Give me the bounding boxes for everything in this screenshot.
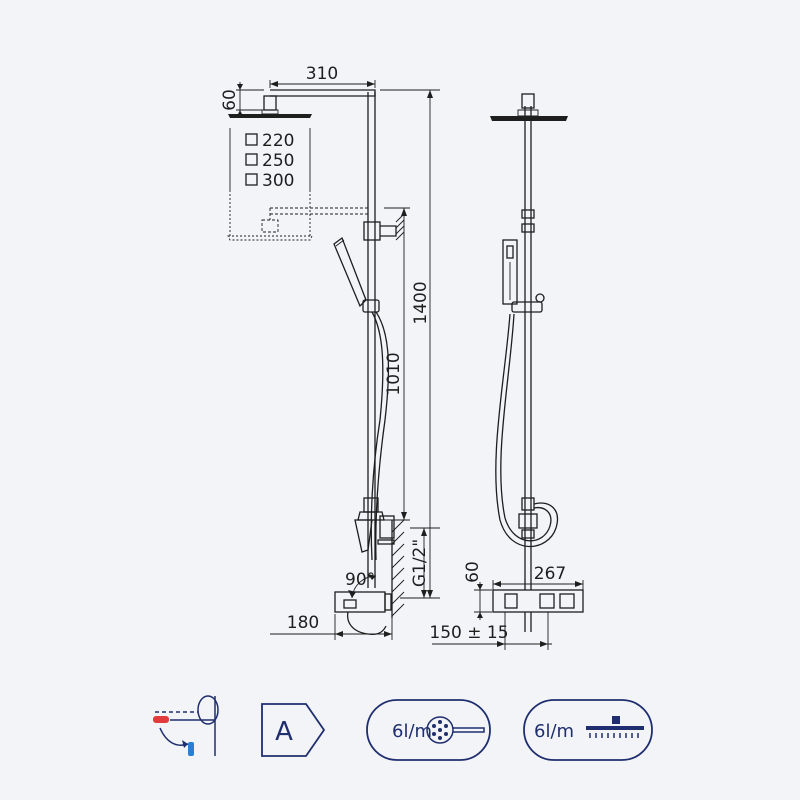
dim-center-distance: 150 ± 15 [429,623,508,643]
head-connector [263,95,277,111]
shower-head-front [490,116,568,121]
square-icon [245,173,258,186]
dim-head-offset: 60 [220,89,240,111]
mixer-front [492,589,584,613]
diverter-handle [354,519,373,553]
hand-shower-flow-badge: 6l/m [366,699,491,761]
dim-total-height: 1400 [411,281,431,324]
dim-inlet-thread: G1/2" [410,539,430,587]
dim-arm-length: 310 [306,64,338,84]
front-view-dimensions: 60 267 150 ± 15 [429,561,584,650]
slider-front [511,301,543,313]
shower-arm [270,89,376,97]
dim-mixer-height: 60 [463,561,483,583]
hand-shower-front [502,239,518,305]
head-shower-flow-badge: 6l/m [523,699,653,761]
pipe-clamp [363,221,381,241]
dim-outlet-angle: 90° [345,570,375,590]
dim-head-size-3: 300 [262,171,294,191]
slider [362,299,380,313]
side-view-dimensions: 310 60 220 250 300 1400 1010 G1/2" 90° 1… [220,64,440,640]
hand-shower [333,236,367,308]
front-view [490,93,584,632]
dim-head-size-2: 250 [262,151,294,171]
riser-pipe-front [524,106,532,590]
mixer-body [334,591,386,613]
square-icon [245,133,258,146]
dim-mixer-width: 267 [534,564,566,584]
head-width-guides [229,194,311,236]
shower-head [228,114,312,118]
side-view [227,89,405,636]
dim-adjust-height: 1010 [384,352,404,395]
hand-shower-icon [426,716,485,744]
energy-class-badge: A [261,703,326,757]
rain-shower-icon [586,716,644,738]
energy-class-label: A [275,717,293,747]
flow-hand-label: 6l/m [392,721,432,742]
dim-mixer-depth: 180 [287,613,319,633]
hose-front [495,313,559,548]
riser-pipe [367,92,376,588]
head-connector-front [521,93,535,109]
flow-head-label: 6l/m [534,721,574,742]
hose [370,311,384,561]
square-icon [245,153,258,166]
dim-head-size-1: 220 [262,131,294,151]
hot-cold-diverter-icon [153,695,219,756]
